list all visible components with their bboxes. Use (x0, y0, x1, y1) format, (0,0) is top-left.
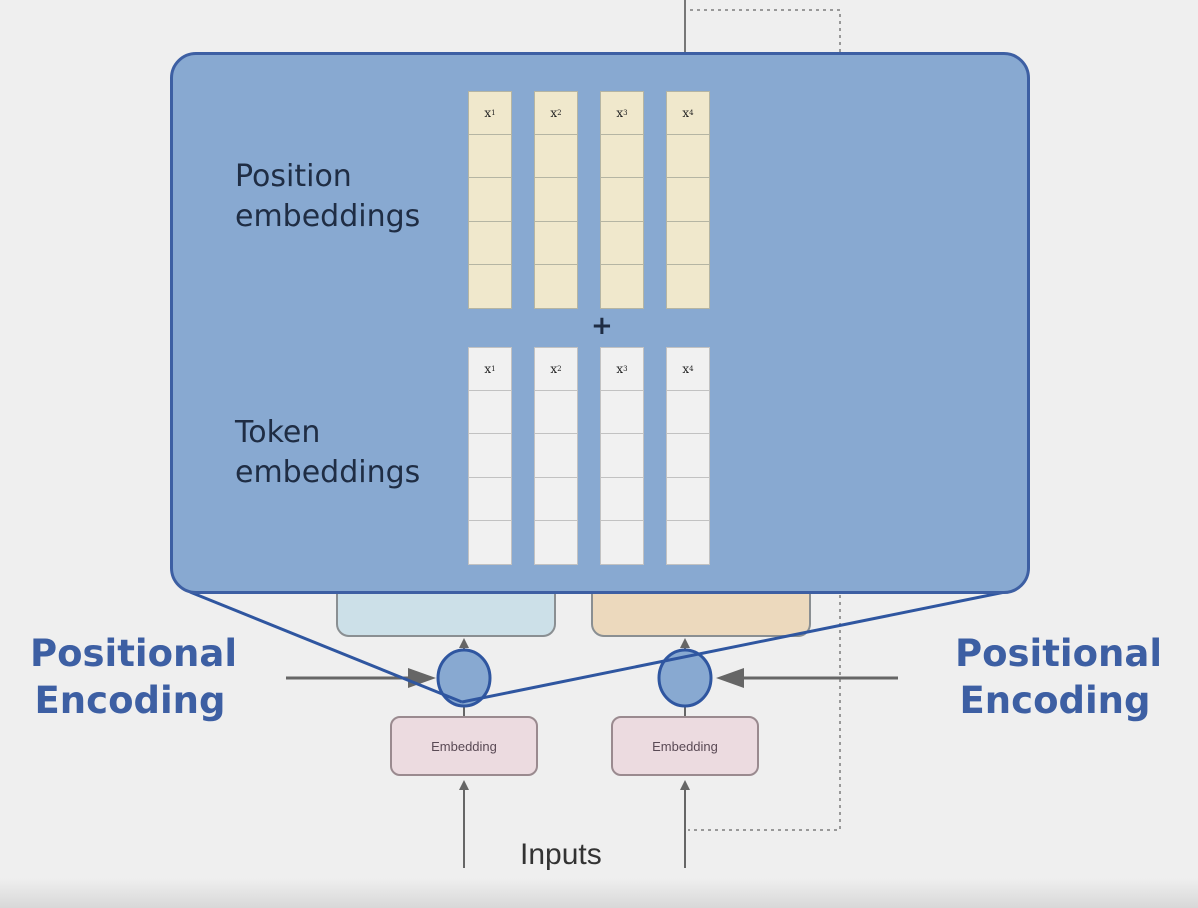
token-vector-cell (666, 521, 710, 565)
vector-var-label: x (616, 361, 624, 376)
vector-var-label: x (484, 361, 492, 376)
vector-subscript: 4 (689, 364, 694, 373)
vector-subscript: 3 (623, 364, 628, 373)
token-vector-cell (534, 521, 578, 565)
pe-left-line2: Encoding (34, 679, 226, 722)
token-vector-cell (600, 434, 644, 478)
position-vector-cell (666, 134, 710, 179)
position-vector-cell (468, 265, 512, 309)
position-vector-cell (600, 178, 644, 222)
vector-var-label: x (550, 105, 558, 120)
position-vector-cell (468, 178, 512, 222)
pe-left-line1: Positional (30, 632, 238, 675)
position-label-line1: Position (235, 159, 352, 194)
token-vector-cell (468, 477, 512, 522)
embedding-box-left: Embedding (390, 716, 538, 776)
token-vector-cell (600, 477, 644, 522)
vector-subscript: 2 (557, 364, 562, 373)
position-vector-cell (600, 221, 644, 266)
token-label-line2: embeddings (235, 455, 421, 490)
position-vector-cell (534, 178, 578, 222)
token-vector-cell (534, 477, 578, 522)
vector-subscript: 1 (491, 364, 496, 373)
vector-var-label: x (682, 105, 690, 120)
token-vector-cell (468, 390, 512, 435)
position-vector-cell (534, 265, 578, 309)
vector-var-label: x (616, 105, 624, 120)
arrowhead-left-block (459, 638, 469, 648)
vector-subscript: 1 (491, 108, 496, 117)
token-vector-cell (666, 390, 710, 435)
token-vector-cell (468, 521, 512, 565)
position-vector-cell (666, 221, 710, 266)
position-vector-cell (534, 134, 578, 179)
position-vector-cell (666, 178, 710, 222)
token-label-line1: Token (235, 415, 321, 450)
vector-var-label: x (682, 361, 690, 376)
adder-circle-right (657, 648, 713, 708)
position-vector-cell (468, 221, 512, 266)
pe-right-line1: Positional (955, 632, 1163, 675)
vector-var-label: x (484, 105, 492, 120)
vector-subscript: 2 (557, 108, 562, 117)
vector-var-label: x (550, 361, 558, 376)
position-vector-cell (468, 134, 512, 179)
vector-subscript: 3 (623, 108, 628, 117)
position-embeddings-label: Position embeddings (235, 157, 420, 237)
token-vector-cell (666, 477, 710, 522)
embedding-box-right: Embedding (611, 716, 759, 776)
token-vector-cell (600, 521, 644, 565)
token-embeddings-label: Token embeddings (235, 413, 420, 493)
token-vector-cell (468, 434, 512, 478)
position-label-line2: embeddings (235, 199, 421, 234)
token-vector-cell (600, 390, 644, 435)
inputs-label: Inputs (520, 838, 602, 871)
input-arrowhead-left (459, 780, 469, 790)
position-vector-cell (666, 265, 710, 309)
token-vector-cell (534, 390, 578, 435)
vector-subscript: 4 (689, 108, 694, 117)
plus-operator: + (591, 311, 613, 341)
pe-arrowhead-right (716, 668, 744, 688)
arrowhead-right-block (680, 638, 690, 648)
position-vector-cell (600, 134, 644, 179)
bottom-shadow-bar (0, 878, 1198, 908)
token-vector-cell (534, 434, 578, 478)
token-vector-cell (666, 434, 710, 478)
pe-right-line2: Encoding (959, 679, 1151, 722)
positional-encoding-label-left: Positional Encoding (30, 630, 238, 724)
position-vector-cell (534, 221, 578, 266)
positional-encoding-label-right: Positional Encoding (955, 630, 1163, 724)
input-arrowhead-right (680, 780, 690, 790)
adder-circle-left (436, 648, 492, 708)
position-vector-cell (600, 265, 644, 309)
zoom-callout-right (461, 590, 1006, 704)
zoom-callout-left (189, 590, 463, 704)
